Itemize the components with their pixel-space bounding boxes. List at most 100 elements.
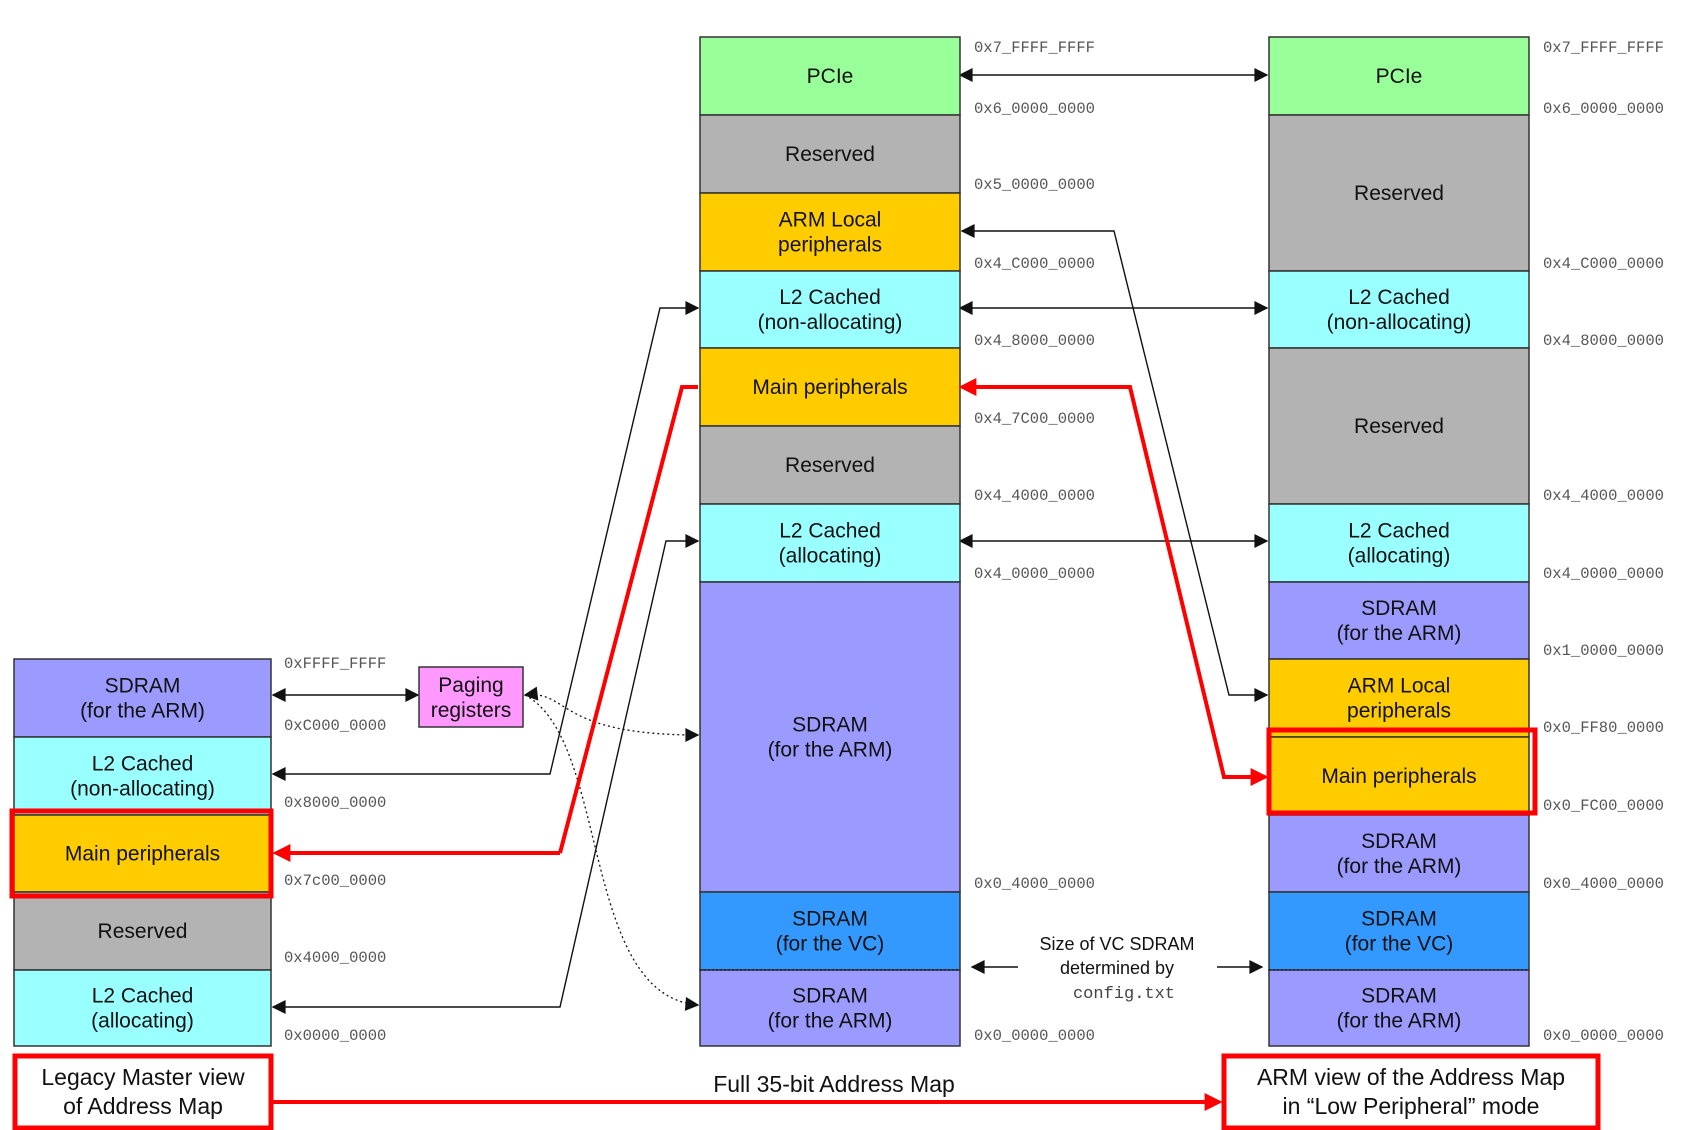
captions: Legacy Master view of Address Map Full 3…	[12, 1053, 1601, 1130]
full-block-label: SDRAM	[792, 908, 868, 931]
arm-block-label: Reserved	[1354, 415, 1444, 438]
paging-label-1: Paging	[438, 674, 503, 697]
arm-caption-box	[1221, 1053, 1601, 1130]
full-address-label: 0x4_8000_0000	[974, 332, 1095, 350]
full-block-sdram: SDRAM(for the ARM)	[699, 581, 961, 893]
legacy-block-label: L2 Cached	[92, 753, 194, 776]
arm-block-sdram: SDRAM(for the VC)	[1268, 891, 1530, 971]
arm-block-label: (for the ARM)	[1337, 622, 1462, 645]
full-block-label: (non-allocating)	[758, 311, 903, 334]
vc-note-line-2: determined by	[1060, 958, 1174, 978]
arm-block-label: (non-allocating)	[1327, 311, 1472, 334]
full-block-label: Reserved	[785, 454, 875, 477]
full-block-sdram: SDRAM(for the VC)	[699, 891, 961, 971]
legacy-main-peripherals-highlight	[9, 808, 274, 899]
arm-block-main-peripherals: Main peripherals	[1268, 736, 1530, 816]
arm-block-reserved: Reserved	[1268, 114, 1530, 272]
arm-address-label: 0x4_8000_0000	[1543, 332, 1664, 350]
arm-block-label: SDRAM	[1361, 597, 1437, 620]
legacy-address-labels: 0xFFFF_FFFF0xC000_00000x8000_00000x7c00_…	[284, 655, 386, 1045]
legacy-block-label: Reserved	[98, 920, 188, 943]
arm-block-label: (for the ARM)	[1337, 1010, 1462, 1033]
arm-block-label: (for the ARM)	[1337, 855, 1462, 878]
full-block-label: L2 Cached	[779, 520, 881, 543]
full-address-label: 0x4_7C00_0000	[974, 410, 1095, 428]
legacy-address-label: 0x4000_0000	[284, 949, 386, 967]
full-block-l2-cached: L2 Cached(allocating)	[699, 503, 961, 583]
arm-block-label: SDRAM	[1361, 908, 1437, 931]
arm-address-label: 0x0_FC00_0000	[1543, 797, 1664, 815]
arm-address-labels: 0x7_FFFF_FFFF0x6_0000_00000x4_C000_00000…	[1543, 39, 1664, 1045]
legacy-address-label: 0x0000_0000	[284, 1027, 386, 1045]
legacy-address-label: 0xC000_0000	[284, 717, 386, 735]
arm-local-peripherals-arrow	[960, 224, 1269, 702]
legacy-caption-box	[12, 1053, 274, 1130]
legacy-address-label: 0x8000_0000	[284, 794, 386, 812]
legacy-l2-alloc-arrow	[271, 534, 700, 1014]
full-caption: Full 35-bit Address Map	[713, 1071, 955, 1097]
arm-block-label: Reserved	[1354, 182, 1444, 205]
arm-caption-line-2: in “Low Peripheral” mode	[1283, 1093, 1540, 1119]
arm-address-label: 0x0_0000_0000	[1543, 1027, 1664, 1045]
arm-block-l2-cached: L2 Cached(allocating)	[1268, 503, 1530, 583]
legacy-block-sdram: SDRAM(for the ARM)	[13, 658, 272, 738]
arm-block-sdram: SDRAM(for the ARM)	[1268, 969, 1530, 1047]
legacy-block-label: (allocating)	[91, 1010, 194, 1033]
arm-block-label: PCIe	[1376, 65, 1423, 88]
full-address-labels: 0x7_FFFF_FFFF 0x6_0000_0000 0x5_0000_0000 0…	[974, 39, 1095, 1045]
arm-block-label: (for the VC)	[1345, 933, 1454, 956]
full-block-l2-cached: L2 Cached(non-allocating)	[699, 270, 961, 349]
full-block-label: L2 Cached	[779, 286, 881, 309]
full-to-arm-red-arrow	[958, 378, 1269, 786]
legacy-block-label: SDRAM	[105, 675, 181, 698]
full-address-label: 0x0_0000_0000	[974, 1027, 1095, 1045]
full-block-label: ARM Local	[779, 209, 882, 232]
paging-label-2: registers	[431, 699, 512, 722]
full-address-label: 0x7_FFFF_FFFF	[974, 39, 1095, 57]
full-block-reserved: Reserved	[699, 425, 961, 505]
full-block-label: peripherals	[778, 234, 882, 257]
arm-block-label: SDRAM	[1361, 830, 1437, 853]
arm-main-peripherals-highlight	[1266, 727, 1538, 816]
legacy-block-l2-cached: L2 Cached(non-allocating)	[13, 736, 272, 816]
full-block-pcie: PCIe	[699, 36, 961, 116]
arm-block-label: (allocating)	[1348, 545, 1451, 568]
arm-block-pcie: PCIe	[1268, 36, 1530, 116]
arm-block-l2-cached: L2 Cached(non-allocating)	[1268, 270, 1530, 349]
arm-address-label: 0x4_0000_0000	[1543, 565, 1664, 583]
arm-address-label: 0x0_FF80_0000	[1543, 719, 1664, 737]
full-address-label: 0x4_4000_0000	[974, 487, 1095, 505]
full-address-label: 0x5_0000_0000	[974, 176, 1095, 194]
paging-to-sdram-arrow	[523, 686, 700, 742]
full-block-label: (for the ARM)	[768, 739, 893, 762]
legacy-caption-line-1: Legacy Master view	[41, 1064, 245, 1090]
full-block-label: (for the ARM)	[768, 1010, 893, 1033]
legacy-block-l2-cached: L2 Cached(allocating)	[13, 969, 272, 1047]
arm-block-sdram: SDRAM(for the ARM)	[1268, 814, 1530, 893]
full-address-label: 0x4_0000_0000	[974, 565, 1095, 583]
full-block-label: Main peripherals	[752, 376, 907, 399]
full-address-label: 0x0_4000_0000	[974, 875, 1095, 893]
arm-block-reserved: Reserved	[1268, 347, 1530, 505]
legacy-to-full-red-arrow	[558, 385, 698, 854]
arm-block-label: Main peripherals	[1321, 765, 1476, 788]
arm-address-label: 0x6_0000_0000	[1543, 100, 1664, 118]
full-address-label: 0x6_0000_0000	[974, 100, 1095, 118]
vc-note-config-file: config.txt	[1073, 985, 1175, 1004]
full-address-label: 0x4_C000_0000	[974, 255, 1095, 273]
vc-note-line-1: Size of VC SDRAM	[1039, 934, 1194, 954]
arm-address-label: 0x4_4000_0000	[1543, 487, 1664, 505]
full-block-label: (for the VC)	[776, 933, 885, 956]
arm-block-label: L2 Cached	[1348, 286, 1450, 309]
legacy-caption-line-2: of Address Map	[63, 1093, 223, 1119]
legacy-address-label: 0x7c00_0000	[284, 872, 386, 890]
full-block-label: (allocating)	[779, 545, 882, 568]
arm-block-label: ARM Local	[1348, 675, 1451, 698]
legacy-map-column: SDRAM(for the ARM)L2 Cached(non-allocati…	[13, 658, 272, 1047]
legacy-block-label: Main peripherals	[65, 843, 220, 866]
arm-block-label: peripherals	[1347, 700, 1451, 723]
